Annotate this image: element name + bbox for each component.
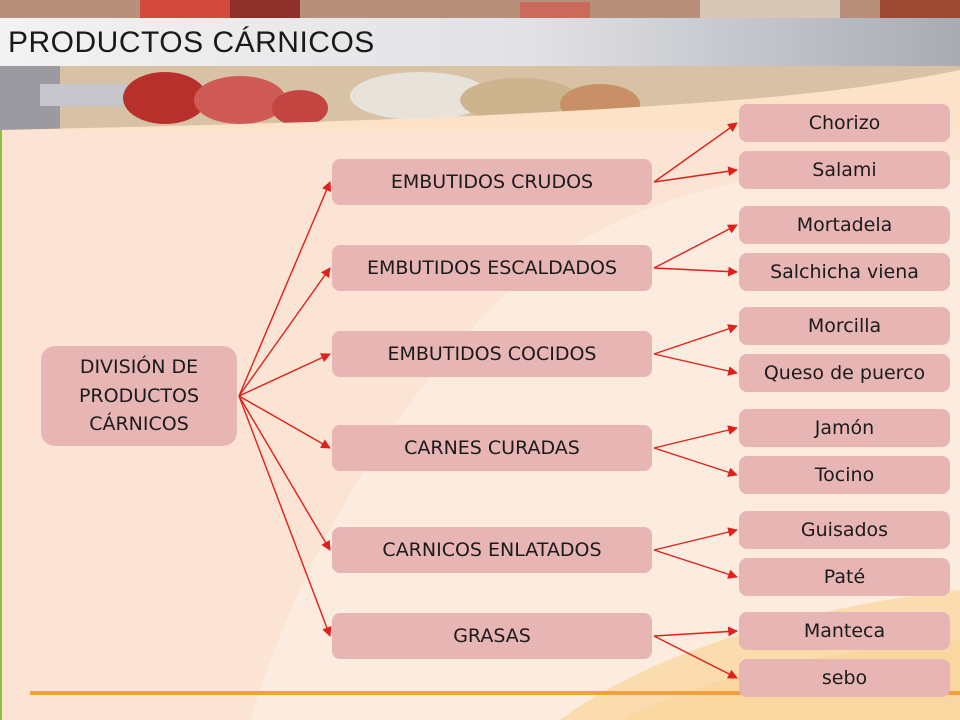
category-carnicos-enlatados: CARNICOS ENLATADOS — [332, 527, 652, 573]
leaf-salchicha-viena: Salchicha viena — [739, 253, 950, 291]
category-embutidos-crudos: EMBUTIDOS CRUDOS — [332, 159, 652, 205]
leaf-jamon: Jamón — [739, 409, 950, 447]
leaf-mortadela: Mortadela — [739, 206, 950, 244]
category-embutidos-cocidos: EMBUTIDOS COCIDOS — [332, 331, 652, 377]
leaf-morcilla: Morcilla — [739, 307, 950, 345]
page-title: PRODUCTOS CÁRNICOS — [8, 26, 375, 59]
root-node-division: DIVISIÓN DE PRODUCTOS CÁRNICOS — [41, 346, 237, 446]
leaf-manteca: Manteca — [739, 612, 950, 650]
category-embutidos-escaldados: EMBUTIDOS ESCALDADOS — [332, 245, 652, 291]
leaf-tocino: Tocino — [739, 456, 950, 494]
leaf-chorizo: Chorizo — [739, 104, 950, 142]
category-grasas: GRASAS — [332, 613, 652, 659]
leaf-sebo: sebo — [739, 659, 950, 697]
leaf-guisados: Guisados — [739, 511, 950, 549]
category-carnes-curadas: CARNES CURADAS — [332, 425, 652, 471]
leaf-pate: Paté — [739, 558, 950, 596]
leaf-salami: Salami — [739, 151, 950, 189]
leaf-queso-de-puerco: Queso de puerco — [739, 354, 950, 392]
